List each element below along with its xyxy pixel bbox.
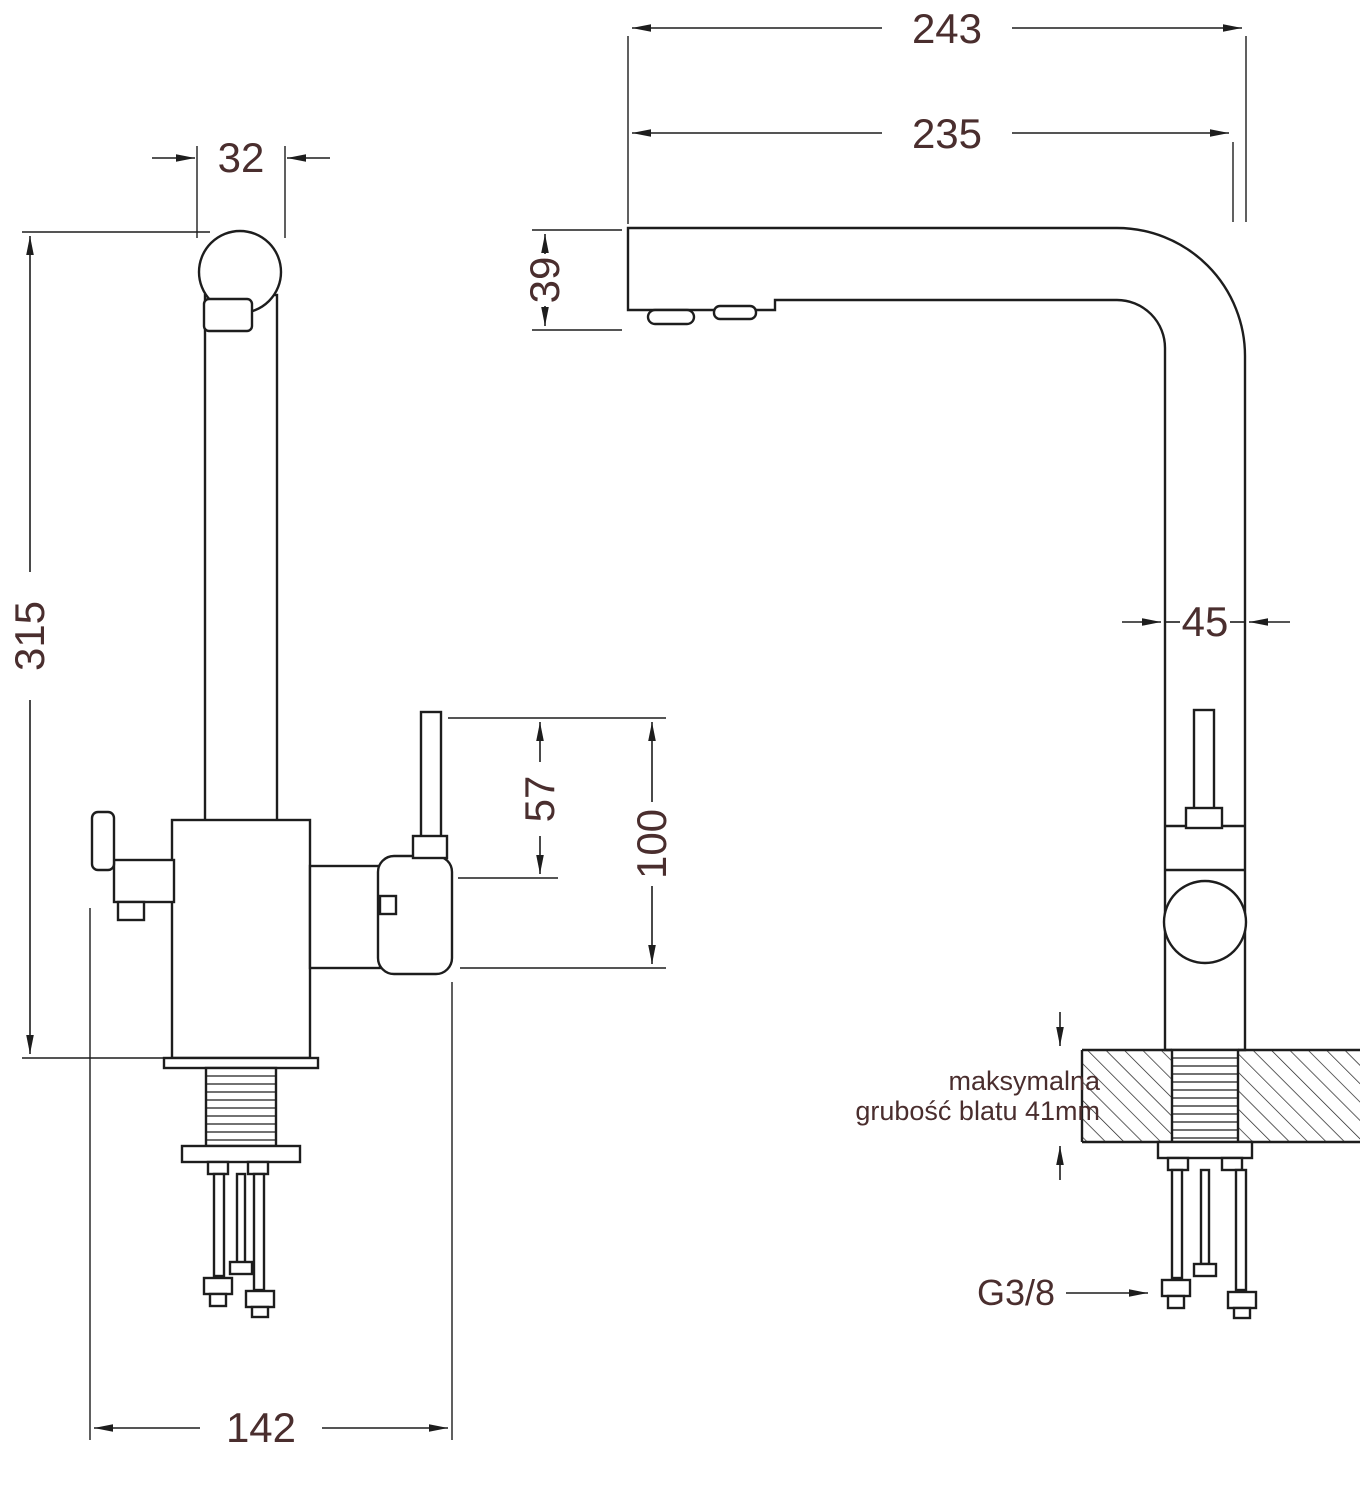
- dim-label-spout-head-height: 39: [521, 257, 568, 304]
- side-lever: [1192, 708, 1216, 816]
- dim-counter-thickness: maksymalna grubość blatu 41mm: [855, 1012, 1101, 1180]
- front-view-faucet: [90, 229, 454, 1319]
- dim-base-spread: 142: [89, 908, 453, 1451]
- front-aerator: [202, 297, 254, 333]
- dim-pipe-width: 45: [1122, 598, 1290, 645]
- dim-spout-head-height: 39: [521, 229, 622, 331]
- front-right-lever-base: [411, 834, 449, 860]
- front-left-arm-foot: [116, 900, 146, 922]
- front-thread-stem: [204, 1066, 278, 1148]
- dim-label-base-spread: 142: [226, 1404, 296, 1451]
- dim-overall-depth: 243: [627, 5, 1247, 224]
- front-pipe: [203, 293, 279, 827]
- dim-spout-reach: 235: [632, 110, 1234, 222]
- dim-label-overall-depth: 243: [912, 5, 982, 52]
- front-locknut: [180, 1144, 302, 1164]
- front-mounting-hardware: [202, 1160, 276, 1319]
- countertop: [1080, 1048, 1360, 1144]
- front-handle-detail: [378, 894, 398, 916]
- front-left-arm: [112, 858, 176, 904]
- front-right-lever: [419, 710, 443, 842]
- dim-label-lever-height: 57: [516, 776, 563, 823]
- dim-lever-height: 57: [448, 717, 666, 879]
- side-lever-base: [1184, 806, 1224, 830]
- side-mounting-hardware: [1160, 1156, 1258, 1320]
- dim-label-spout-reach: 235: [912, 110, 982, 157]
- counter-note-line1: maksymalna: [948, 1066, 1101, 1096]
- side-handle-circle: [1162, 879, 1248, 965]
- side-aerator-2: [712, 304, 758, 321]
- side-view-faucet: [626, 226, 1360, 1320]
- side-thread-stem: [1170, 1048, 1240, 1144]
- front-right-arm: [308, 864, 382, 970]
- front-left-lever: [90, 810, 116, 872]
- thread-size-callout: G3/8: [977, 1272, 1148, 1313]
- dim-cap-width: 32: [152, 134, 330, 238]
- dim-label-cap-width: 32: [218, 134, 265, 181]
- dim-label-body-height: 100: [628, 809, 675, 879]
- front-thread-lines: [206, 1075, 276, 1141]
- dim-label-pipe-width: 45: [1182, 598, 1229, 645]
- dim-label-total-height: 315: [6, 601, 53, 671]
- front-body: [170, 818, 312, 1060]
- dim-total-height: 315: [6, 231, 210, 1059]
- side-aerator-1: [646, 308, 696, 326]
- side-pipe-profile: [626, 226, 1247, 1052]
- front-base-flange: [162, 1056, 320, 1070]
- thread-size-label: G3/8: [977, 1272, 1055, 1313]
- side-locknut: [1156, 1140, 1254, 1160]
- counter-note-line2: grubość blatu 41mm: [855, 1096, 1100, 1126]
- dim-body-height: 100: [460, 722, 675, 969]
- side-thread-lines: [1172, 1057, 1238, 1139]
